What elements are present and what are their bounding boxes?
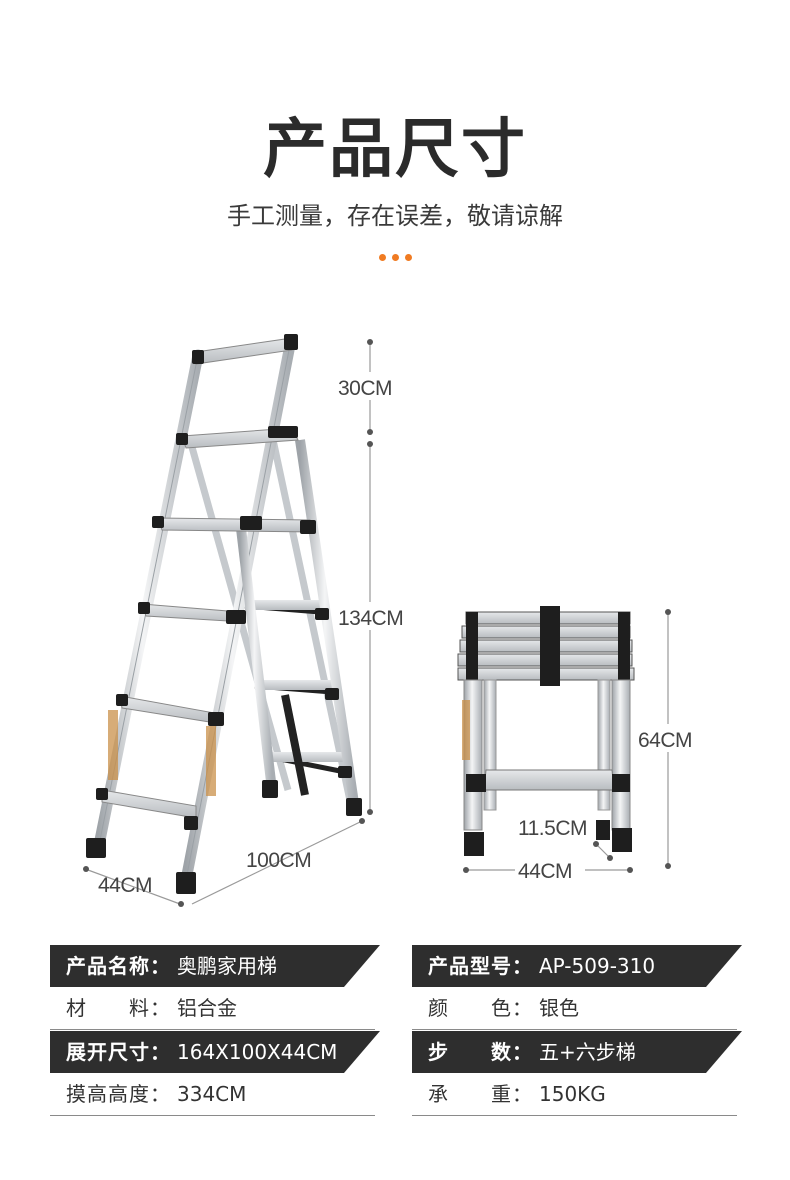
spec-row-name: 产品名称： 奥鹏家用梯 bbox=[50, 945, 380, 987]
spec-name-value: 奥鹏家用梯 bbox=[177, 954, 277, 978]
dim-depth-label: 100CM bbox=[246, 849, 311, 872]
spec-steps-label: 步 数： bbox=[428, 1040, 533, 1064]
page-subtitle: 手工测量，存在误差，敬请谅解 bbox=[227, 202, 563, 230]
product-illustration: 30CM 134CM 100CM 44CM bbox=[83, 334, 693, 907]
spec-row-reach: 摸高高度： 334CM bbox=[50, 1073, 375, 1116]
spec-row-steps: 步 数： 五+六步梯 bbox=[412, 1031, 742, 1073]
decorative-dots bbox=[379, 254, 413, 262]
spec-row-model: 产品型号： AP-509-310 bbox=[412, 945, 742, 987]
spec-load-label: 承 重： bbox=[428, 1082, 533, 1106]
spec-color-label: 颜 色： bbox=[428, 996, 533, 1020]
spec-row-material: 材 料： 铝合金 bbox=[50, 987, 375, 1030]
spec-material-label: 材 料： bbox=[66, 996, 171, 1020]
folded-ladder bbox=[457, 606, 635, 856]
spec-reach-value: 334CM bbox=[177, 1082, 247, 1106]
page-title: 产品尺寸 bbox=[263, 113, 527, 187]
spec-size-label: 展开尺寸： bbox=[66, 1040, 171, 1064]
spec-row-size: 展开尺寸： 164X100X44CM bbox=[50, 1031, 380, 1073]
spec-model-value: AP-509-310 bbox=[539, 954, 656, 978]
spec-name-label: 产品名称： bbox=[66, 954, 171, 978]
spec-color-value: 银色 bbox=[539, 996, 579, 1020]
spec-row-load: 承 重： 150KG bbox=[412, 1073, 737, 1116]
dim-folded-depth-label: 11.5CM bbox=[518, 817, 587, 840]
spec-material-value: 铝合金 bbox=[177, 996, 237, 1020]
spec-row-color: 颜 色： 银色 bbox=[412, 987, 737, 1030]
spec-reach-label: 摸高高度： bbox=[66, 1082, 171, 1106]
spec-steps-value: 五+六步梯 bbox=[539, 1040, 636, 1064]
dim-height-label: 134CM bbox=[338, 607, 403, 630]
spec-size-value: 164X100X44CM bbox=[177, 1040, 338, 1064]
spec-model-label: 产品型号： bbox=[428, 954, 533, 978]
unfolded-ladder bbox=[86, 334, 362, 894]
dim-folded-width-label: 44CM bbox=[518, 860, 572, 883]
dim-width-label: 44CM bbox=[98, 874, 152, 897]
spec-load-value: 150KG bbox=[539, 1082, 606, 1106]
dim-top-label: 30CM bbox=[338, 377, 392, 400]
dim-folded-height-label: 64CM bbox=[638, 729, 692, 752]
